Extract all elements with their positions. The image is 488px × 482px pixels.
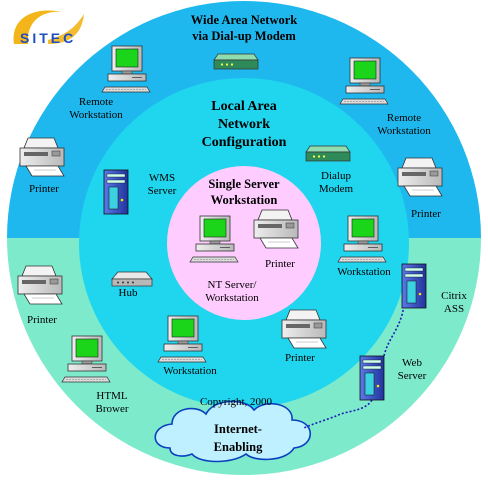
logo-text: SITEC <box>20 30 77 46</box>
wms-server-icon <box>103 169 129 215</box>
remote-workstation-left-label-2: Workstation <box>69 109 123 121</box>
logo-swoosh <box>13 10 62 44</box>
web-server-icon <box>359 355 385 401</box>
citrix-label-1: Citrix <box>441 290 467 302</box>
wan-subtitle: via Dial-up Modem <box>192 29 296 43</box>
web-server-label-2: Server <box>397 370 427 382</box>
dialup-modem-label-2: Modem <box>318 183 354 195</box>
workstation-right-label: Workstation <box>337 266 391 278</box>
wms-server-label-2: Server <box>147 185 177 197</box>
lan-title-line2: Network <box>217 117 271 132</box>
printer-internet-left-label: Printer <box>27 314 57 326</box>
dialup-modem-icon <box>305 145 351 162</box>
web-server-label-1: Web <box>402 357 422 369</box>
citrix-label-2: ASS <box>443 303 465 315</box>
copyright-text: Copyright, 2000 <box>199 396 273 408</box>
sitec-logo <box>13 10 84 44</box>
single-title-line2: Workstation <box>210 193 278 207</box>
lan-title-line1: Local Area <box>211 99 277 114</box>
single-server-core <box>167 166 321 320</box>
printer-wan-right-label: Printer <box>411 208 441 220</box>
internet-label-1: Internet- <box>214 422 262 436</box>
remote-workstation-right-label-2: Workstation <box>377 125 431 137</box>
printer-wan-left-label: Printer <box>29 183 59 195</box>
wms-server-label-1: WMS <box>148 172 176 184</box>
dialup-modem-label-1: Dialup <box>321 170 351 182</box>
single-title-line1: Single Server <box>208 177 280 191</box>
html-browser-label-2: Brower <box>95 403 129 415</box>
internet-cloud <box>154 400 311 463</box>
html-browser-label-1: HTML <box>96 390 128 402</box>
web-cloud-link <box>303 399 373 429</box>
remote-workstation-right-label-1: Remote <box>386 112 422 124</box>
internet-label-2: Enabling <box>213 440 263 454</box>
citrix-web-link <box>383 305 405 357</box>
printer-lan-bottom-label: Printer <box>285 352 315 364</box>
nt-server-label-2: Workstation <box>205 292 259 304</box>
wan-modem-icon <box>213 53 259 70</box>
nt-server-label-1: NT Server/ <box>207 279 257 291</box>
printer-center-label: Printer <box>265 258 295 270</box>
remote-workstation-left-label-1: Remote <box>78 96 114 108</box>
wan-title: Wide Area Network <box>190 13 298 27</box>
workstation-bottom-label: Workstation <box>163 365 217 377</box>
lan-title-line3: Configuration <box>201 135 287 150</box>
citrix-server-icon <box>401 263 427 309</box>
hub-icon <box>111 271 153 287</box>
hub-label: Hub <box>118 287 138 299</box>
